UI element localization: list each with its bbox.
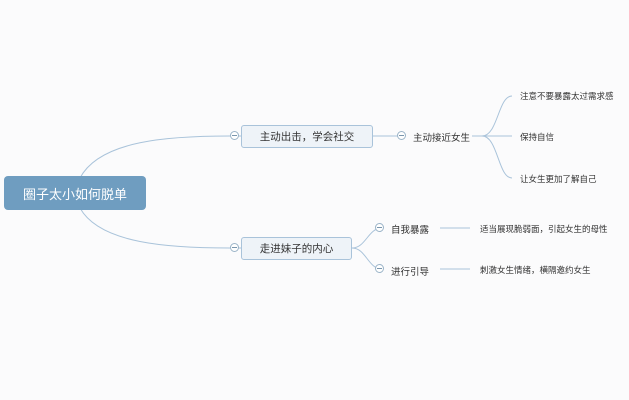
branch-topic-1[interactable]: 主动出击，学会社交 — [241, 125, 373, 148]
connector-root-branch2 — [79, 207, 241, 249]
leaf-avoid-neediness[interactable]: 注意不要暴露太过需求感 — [520, 92, 614, 102]
root-topic-label: 圈子太小如何脱单 — [22, 187, 127, 203]
root-topic[interactable]: 圈子太小如何脱单 — [4, 176, 146, 210]
branch-topic-2[interactable]: 走进妹子的内心 — [241, 237, 352, 260]
connector-leaf1 — [481, 95, 513, 137]
leaf-let-her-know-you[interactable]: 让女生更加了解自己 — [520, 175, 597, 185]
connector-root-branch1 — [79, 135, 241, 179]
collapse-toggle-sub1[interactable] — [397, 131, 406, 140]
subtopic-self-disclosure[interactable]: 自我暴露 — [391, 225, 430, 236]
branch-topic-2-label: 走进妹子的内心 — [259, 243, 334, 255]
collapse-toggle-branch1[interactable] — [230, 131, 239, 140]
collapse-toggle-sub2[interactable] — [375, 223, 384, 232]
collapse-toggle-branch2[interactable] — [230, 243, 239, 252]
leaf-stay-confident[interactable]: 保持自信 — [520, 133, 555, 143]
collapse-toggle-sub3[interactable] — [375, 264, 384, 273]
leaf-show-vulnerability[interactable]: 适当展现脆弱面，引起女生的母性 — [480, 225, 608, 235]
connector-leaf3 — [481, 135, 513, 179]
subtopic-approach-girls[interactable]: 主动接近女生 — [413, 133, 471, 144]
branch-topic-1-label: 主动出击，学会社交 — [259, 131, 355, 143]
leaf-stimulate-emotions[interactable]: 刺激女生情绪，横隔邀约女生 — [480, 266, 591, 276]
subtopic-guidance[interactable]: 进行引导 — [391, 267, 430, 278]
